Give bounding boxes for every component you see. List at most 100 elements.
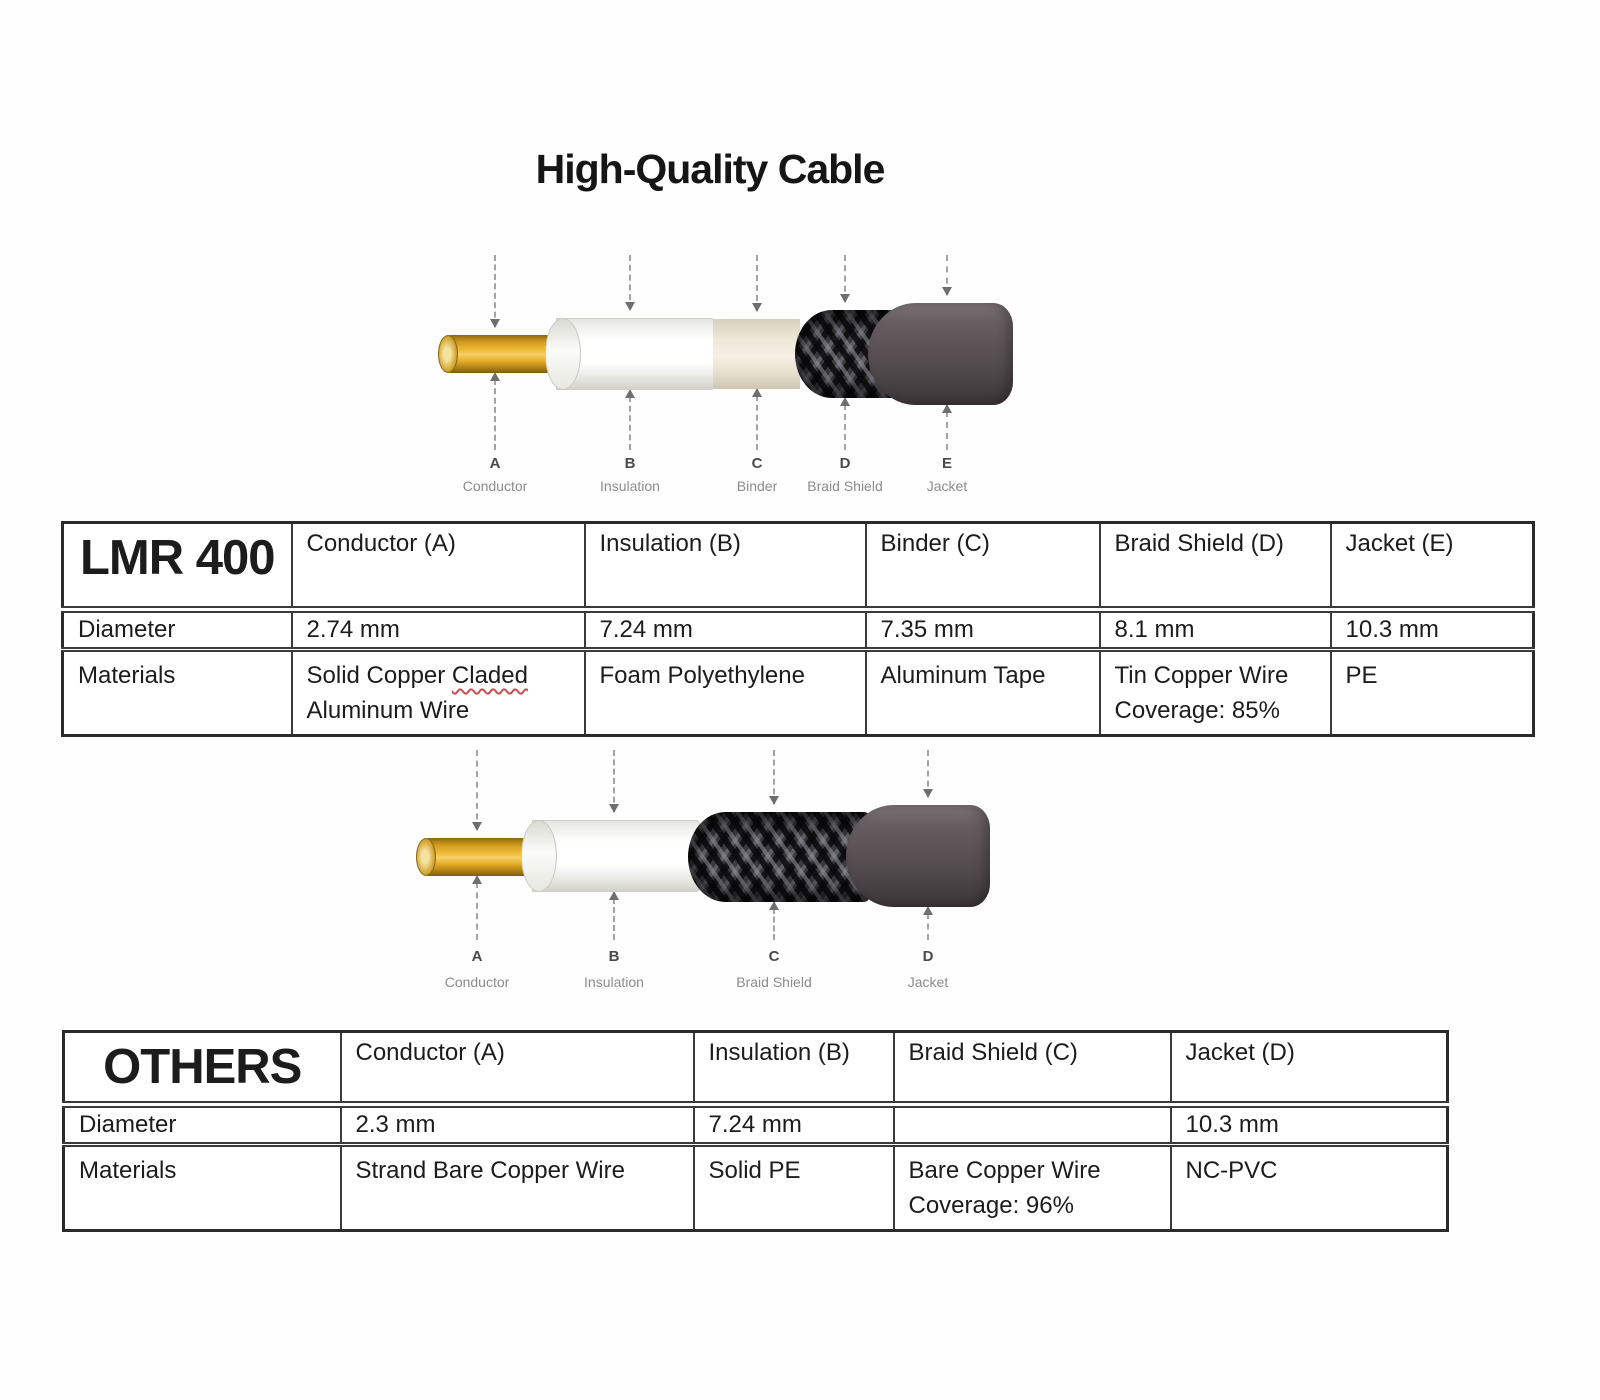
others-spec-table: OTHERS Conductor (A) Insulation (B) Brai…	[62, 1030, 1449, 1232]
jacket-layer	[868, 303, 1013, 405]
diameter-value: 2.3 mm	[339, 1103, 695, 1147]
arrow-down-icon	[490, 319, 500, 328]
leader-line	[494, 379, 496, 450]
material-line: Solid Copper Claded	[307, 658, 570, 693]
material-value: PE	[1329, 648, 1535, 737]
callout-label: Conductor	[462, 478, 528, 494]
column-header: Insulation (B)	[692, 1030, 895, 1108]
callout-binder: C Binder	[717, 255, 797, 515]
arrow-down-icon	[752, 303, 762, 312]
diameter-value: 7.24 mm	[692, 1103, 895, 1147]
arrow-down-icon	[923, 789, 933, 798]
column-header: Conductor (A)	[339, 1030, 695, 1108]
callout-label: Braid Shield	[807, 478, 883, 494]
arrow-up-icon	[609, 891, 619, 900]
leader-line	[476, 750, 478, 830]
callout-jacket: D Jacket	[888, 750, 968, 1010]
row-label: Materials	[62, 1143, 342, 1232]
leader-line	[756, 255, 758, 311]
callout-letter: B	[624, 455, 636, 472]
arrow-up-icon	[942, 404, 952, 413]
table-name: LMR 400	[61, 521, 293, 613]
diameter-value: 8.1 mm	[1098, 608, 1332, 652]
leader-line	[927, 750, 929, 797]
diameter-value: 7.35 mm	[864, 608, 1101, 652]
column-header: Binder (C)	[864, 521, 1101, 613]
leader-line	[476, 882, 478, 940]
leader-line	[773, 908, 775, 940]
row-label: Diameter	[62, 1103, 342, 1147]
leader-line	[629, 255, 631, 310]
callout-conductor: A Conductor	[437, 750, 517, 1010]
table-name: OTHERS	[62, 1030, 342, 1108]
leader-line	[613, 750, 615, 812]
arrow-up-icon	[472, 875, 482, 884]
column-header: Conductor (A)	[290, 521, 586, 613]
column-header: Braid Shield (D)	[1098, 521, 1332, 613]
arrow-up-icon	[769, 901, 779, 910]
callout-letter: A	[471, 948, 483, 965]
callout-letter: C	[768, 948, 780, 965]
leader-line	[629, 396, 631, 450]
column-header: Jacket (E)	[1329, 521, 1535, 613]
arrow-down-icon	[472, 822, 482, 831]
arrow-down-icon	[609, 804, 619, 813]
diameter-value: 2.74 mm	[290, 608, 586, 652]
binder-layer	[713, 319, 800, 389]
callout-braid-shield: D Braid Shield	[805, 255, 885, 515]
arrow-down-icon	[769, 796, 779, 805]
material-line: Coverage: 96%	[908, 1192, 1074, 1219]
material-value: Solid PE	[692, 1143, 895, 1232]
callout-jacket: E Jacket	[907, 255, 987, 515]
page-title: High-Quality Cable	[535, 146, 886, 192]
callout-letter: A	[489, 455, 501, 472]
callout-label: Jacket	[907, 974, 949, 990]
leader-line	[494, 255, 496, 327]
arrow-up-icon	[752, 388, 762, 397]
insulation-layer	[545, 318, 715, 390]
material-value: Aluminum Tape	[864, 648, 1101, 737]
material-value: Solid Copper Claded Aluminum Wire	[290, 648, 586, 737]
column-header: Braid Shield (C)	[892, 1030, 1172, 1108]
leader-line	[756, 395, 758, 450]
callout-label: Insulation	[584, 974, 644, 990]
diameter-value	[892, 1103, 1172, 1147]
row-label: Diameter	[61, 608, 293, 652]
leader-line	[927, 913, 929, 940]
callout-label: Conductor	[444, 974, 510, 990]
callout-letter: E	[941, 455, 952, 472]
arrow-down-icon	[625, 302, 635, 311]
column-header: Jacket (D)	[1169, 1030, 1449, 1108]
insulation-layer	[521, 820, 700, 892]
callout-braid-shield: C Braid Shield	[734, 750, 814, 1010]
leader-line	[946, 411, 948, 450]
jacket-layer	[846, 805, 990, 907]
diameter-value: 7.24 mm	[583, 608, 867, 652]
callout-letter: D	[839, 455, 851, 472]
arrow-up-icon	[923, 906, 933, 915]
material-line: Aluminum Wire	[306, 697, 470, 724]
callout-conductor: A Conductor	[455, 255, 535, 515]
arrow-down-icon	[840, 294, 850, 303]
diameter-value: 10.3 mm	[1169, 1103, 1449, 1147]
diameter-value: 10.3 mm	[1329, 608, 1535, 652]
callout-insulation: B Insulation	[590, 255, 670, 515]
material-line: Bare Copper Wire	[908, 1157, 1101, 1184]
callout-letter: C	[751, 455, 763, 472]
column-header: Insulation (B)	[583, 521, 867, 613]
row-label: Materials	[61, 648, 293, 737]
material-line: Tin Copper Wire	[1114, 662, 1289, 689]
callout-letter: D	[922, 948, 934, 965]
material-value: Foam Polyethylene	[583, 648, 867, 737]
arrow-up-icon	[625, 389, 635, 398]
callout-letter: B	[608, 948, 620, 965]
arrow-down-icon	[942, 287, 952, 296]
callout-label: Jacket	[926, 478, 968, 494]
material-line: Coverage: 85%	[1114, 697, 1280, 724]
lmr400-spec-table: LMR 400 Conductor (A) Insulation (B) Bin…	[61, 521, 1535, 737]
braid-shield-layer	[688, 812, 870, 902]
leader-line	[773, 750, 775, 804]
material-value: NC-PVC	[1169, 1143, 1449, 1232]
callout-label: Insulation	[600, 478, 660, 494]
